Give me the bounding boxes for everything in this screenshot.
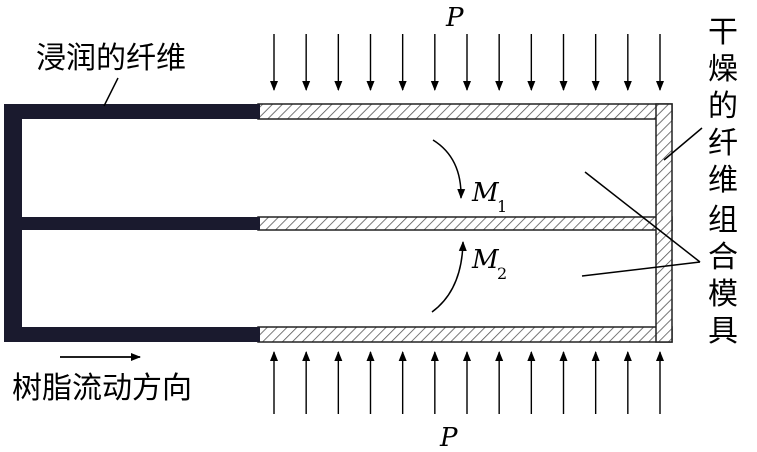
dry-fiber-region [257,103,673,343]
combined-mold-label: 组 合 模 具 [708,203,738,349]
dry-fiber-char-4: 纤 [708,126,738,161]
combined-mold-char-2: 合 [708,240,738,275]
moment-label-2-subscript: 2 [497,264,507,283]
mold-right-wall [655,103,673,343]
dry-fiber-char-3: 的 [708,89,738,124]
moment-arrow-1 [432,139,466,199]
moment-label-1-subscript: 1 [497,197,507,216]
wetted-fiber-label: 浸润的纤维 [36,41,186,76]
dry-fiber-top-band [257,103,673,120]
dry-fiber-char-1: 干 [708,15,738,50]
combined-mold-char-1: 组 [708,203,738,238]
moment-label-1: M [471,178,500,208]
pressure-label-bottom: P [439,423,458,452]
dry-fiber-label: 干 燥 的 纤 维 [708,15,738,198]
wetted-fiber-region [4,104,260,342]
combined-mold-char-3: 模 [708,277,738,312]
dry-fiber-leader [663,127,703,161]
wetted-fiber-leader [103,77,119,107]
dry-fiber-char-5: 维 [708,163,738,198]
wetted-fiber-middle-band [4,217,260,230]
pressure-label-top: P [445,3,464,33]
moment-arrow-2 [431,241,467,313]
dry-fiber-middle-band [257,216,673,231]
dry-fiber-char-2: 燥 [708,52,738,87]
wetted-fiber-top-band [4,104,260,119]
resin-flow-label: 树脂流动方向 [12,371,192,406]
moment-label-2: M [471,245,500,275]
wetted-fiber-bottom-band [4,327,260,342]
combined-mold-leader-1 [584,171,701,263]
dry-fiber-bottom-band [257,326,673,343]
combined-mold-char-4: 具 [708,314,738,349]
pressure-arrows-bottom [270,351,664,414]
combined-mold-leader-2 [581,261,701,277]
pressure-arrows-top [270,34,664,91]
